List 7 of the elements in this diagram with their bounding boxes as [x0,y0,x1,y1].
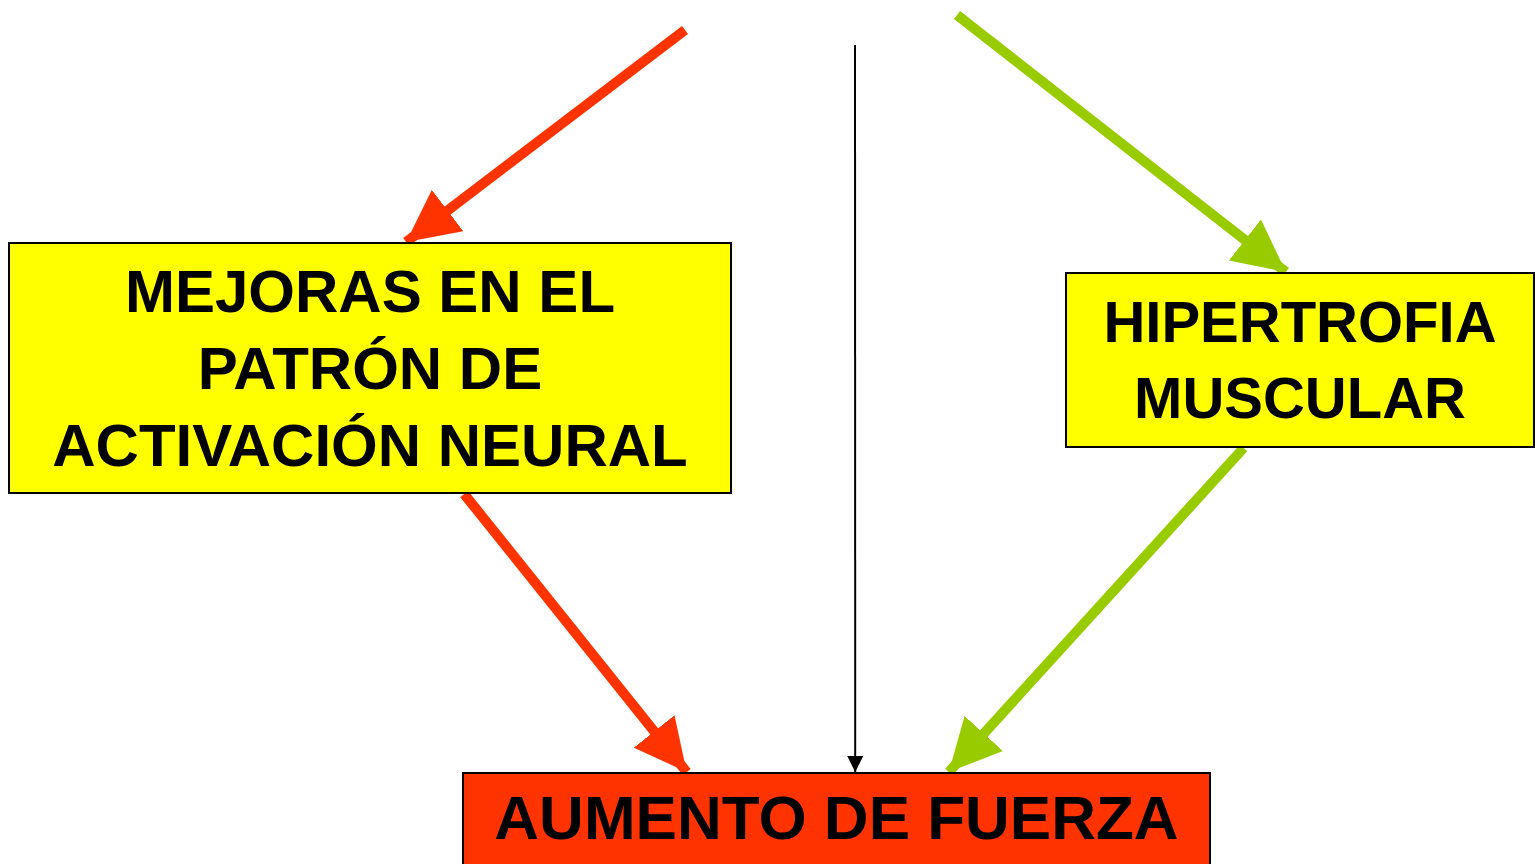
arrow [847,44,864,773]
process-box [8,242,732,494]
box-label: MEJORAS EN EL PATRÓN DE ACTIVACIÓN NEURAL [51,256,689,481]
result-box [462,772,1211,864]
process-box [1065,272,1535,448]
box-label: HIPERTROFIA MUSCULAR [1102,288,1498,432]
box-label: AUMENTO DE FUERZA [494,782,1179,854]
